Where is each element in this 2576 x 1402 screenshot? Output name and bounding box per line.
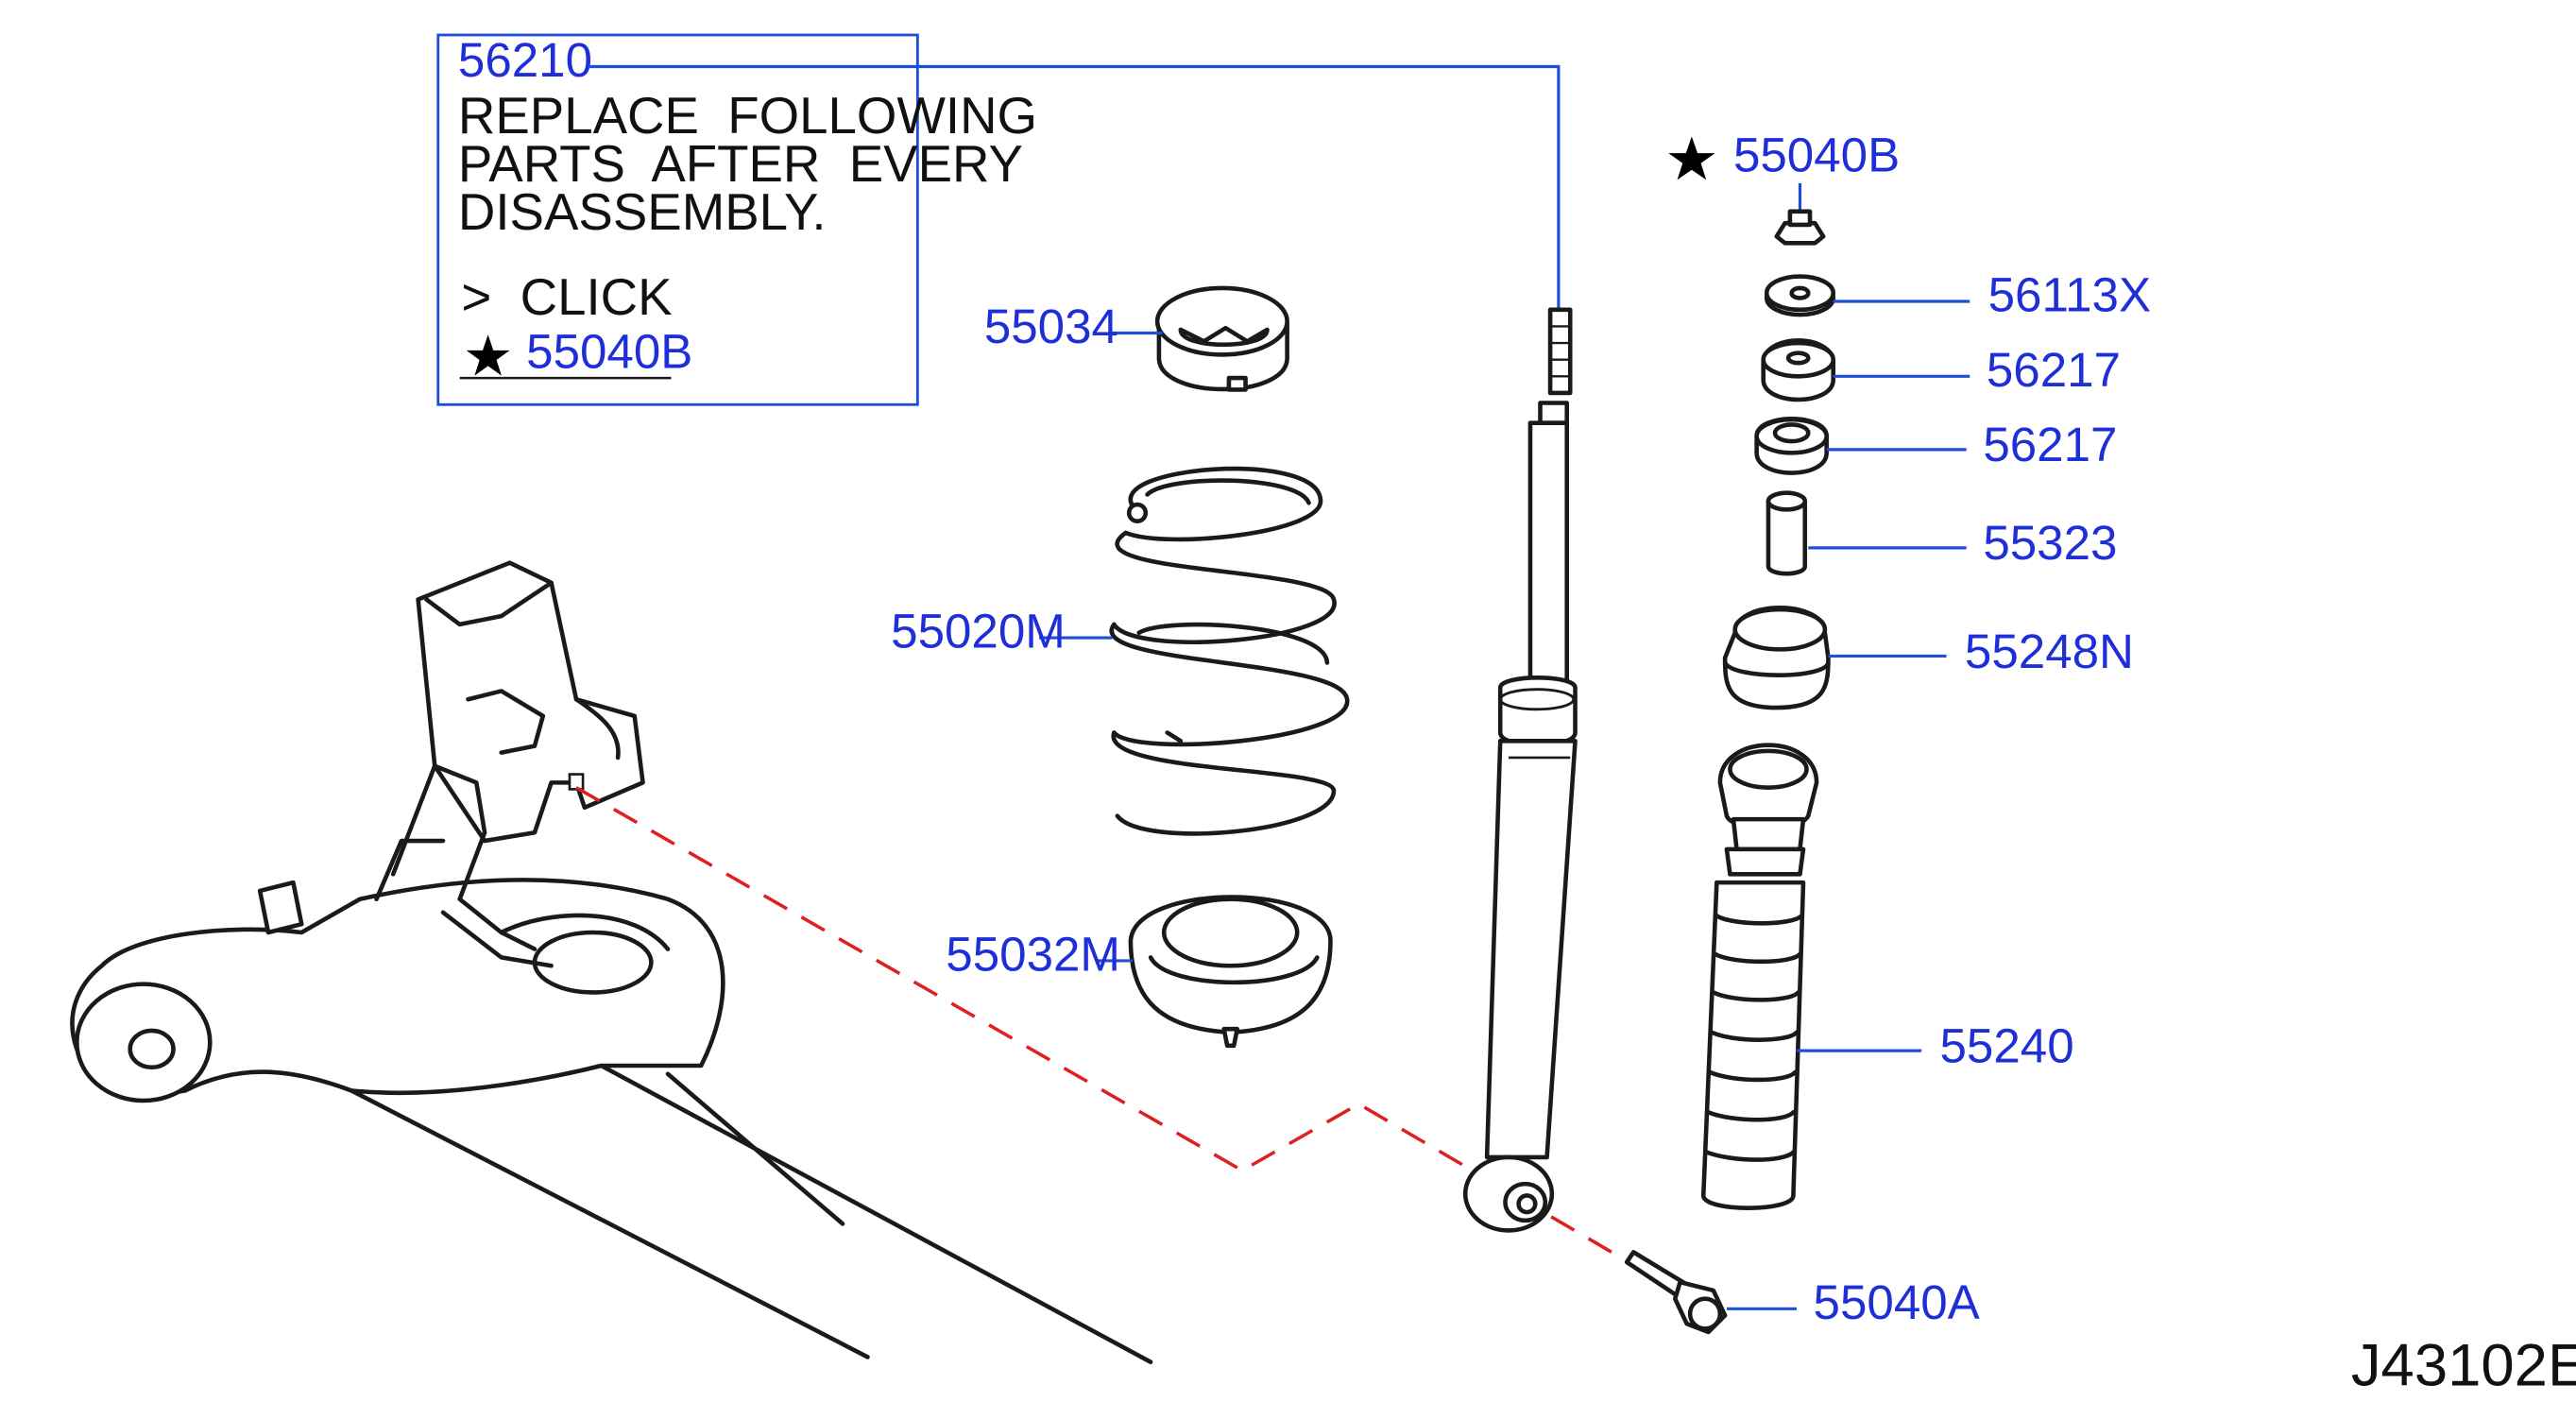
callout-55248N[interactable]: 55248N	[1965, 624, 2134, 678]
part-55040B-nut[interactable]	[1774, 209, 1826, 246]
callout-55034[interactable]: 55034	[984, 299, 1118, 353]
part-55034-upper-spring-seat[interactable]	[1154, 285, 1289, 392]
part-56210-shock-absorber[interactable]	[1462, 307, 1578, 1233]
star-icon	[1668, 136, 1715, 180]
callout-55020M[interactable]: 55020M	[891, 605, 1066, 658]
part-55020M-coil-spring[interactable]	[1109, 466, 1350, 836]
note-line-1: REPLACE FOLLOWING	[458, 87, 1037, 145]
callout-56217-lower[interactable]: 56217	[1983, 418, 2117, 471]
note-part-56210[interactable]: 56210	[458, 33, 592, 87]
callout-55040B[interactable]: 55040B	[1733, 128, 1900, 182]
callout-55323[interactable]: 55323	[1983, 516, 2117, 570]
callout-56113X[interactable]: 56113X	[1988, 268, 2151, 322]
part-55323-collar[interactable]	[1766, 490, 1808, 576]
part-56217-upper-bushing[interactable]	[1761, 338, 1836, 402]
part-56113X-washer[interactable]	[1764, 274, 1836, 317]
note-line-3: DISASSEMBLY.	[458, 183, 827, 241]
callout-55032M[interactable]: 55032M	[946, 928, 1120, 982]
note-line-2: PARTS AFTER EVERY	[458, 135, 1023, 193]
callout-55240[interactable]: 55240	[1940, 1018, 2074, 1072]
part-56217-lower-bushing[interactable]	[1754, 416, 1829, 475]
mount-reference-line	[575, 786, 1622, 1259]
star-icon	[466, 334, 510, 376]
part-55040A-bolt[interactable]	[1624, 1250, 1728, 1335]
part-55248N-stopper-cap[interactable]	[1722, 606, 1831, 710]
replacement-note-box: 56210 REPLACE FOLLOWING PARTS AFTER EVER…	[436, 33, 1037, 406]
note-part-55040B-link[interactable]: 55040B	[526, 325, 692, 379]
part-55032M-lower-spring-seat[interactable]	[1128, 895, 1333, 1049]
part-55240-bump-stopper[interactable]	[1700, 743, 1819, 1210]
rear-axle-beam	[70, 560, 1153, 1364]
diagram-code: J43102E9	[2351, 1332, 2576, 1398]
leader-56210	[588, 64, 1561, 310]
callout-55040A[interactable]: 55040A	[1814, 1275, 1980, 1329]
callout-56217-upper[interactable]: 56217	[1987, 343, 2121, 397]
click-label: > CLICK	[461, 268, 672, 326]
